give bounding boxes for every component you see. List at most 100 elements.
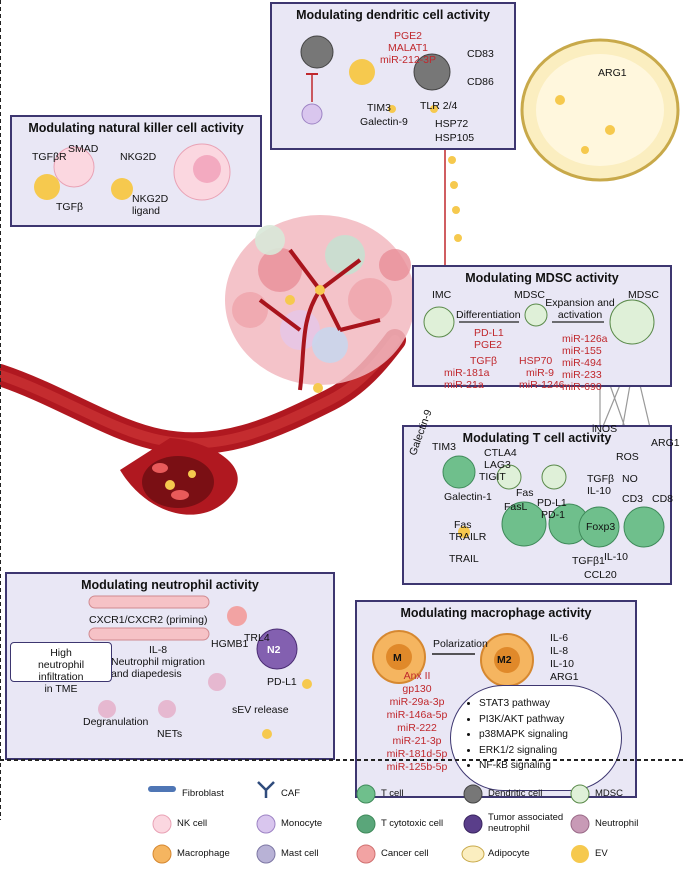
legend-mast-cell: Mast cell: [281, 848, 319, 859]
t-label-fas-2: Fas: [454, 519, 472, 531]
mac-red-4: miR-146a-5p: [386, 709, 448, 721]
dendritic-cell-panel: Modulating dendritic cell activity PGE2 …: [270, 2, 516, 150]
macrophage-pathways: STAT3 pathway PI3K/AKT pathway p38MAPK s…: [450, 685, 622, 791]
t-label-tigit: TIGIT: [479, 471, 506, 483]
neut-label-nets: NETs: [157, 728, 183, 740]
nk-label-ligand-2: ligand: [132, 205, 161, 217]
mac-red-2: gp130: [402, 683, 432, 695]
legend-t-cytotoxic: T cytotoxic cell: [381, 818, 444, 829]
legend-fibroblast: Fibroblast: [182, 788, 224, 799]
nk-label-nkg2d: NKG2D: [120, 151, 157, 163]
t-label-ros: ROS: [616, 451, 639, 463]
nk-label-tgfb: TGFβ: [56, 201, 84, 213]
mac-label-polarization: Polarization: [433, 638, 488, 650]
legend-neutrophil: Neutrophil: [595, 818, 639, 829]
pathway-2: PI3K/AKT pathway: [479, 712, 621, 728]
t-label-il10: IL-10: [587, 485, 611, 497]
neut-label-trl4: TRL4: [244, 632, 270, 644]
dc-red-factor-3: miR-212-3P: [379, 54, 437, 66]
neut-label-mig-1: Neutrophil migration: [111, 656, 205, 668]
mac-output-2: IL-8: [550, 645, 569, 657]
mdsc-right-4: miR-233: [562, 369, 602, 381]
legend-dendritic-cell: Dendritic cell: [488, 788, 543, 799]
t-label-galectin1: Galectin-1: [444, 491, 492, 503]
t-label-fas: Fas: [516, 487, 534, 499]
mdsc-right-5: miR-690: [562, 381, 602, 393]
nk-cell-panel-title: Modulating natural killer cell activity: [28, 121, 244, 135]
neut-label-sev: sEV release: [232, 704, 289, 716]
dc-red-factor-2: MALAT1: [387, 42, 429, 54]
mdsc-left-2: PGE2: [474, 339, 503, 351]
neut-label-pdl1: PD-L1: [267, 676, 297, 688]
dendritic-cell-icons: [300, 35, 451, 125]
nk-cell-panel: Modulating natural killer cell activity …: [10, 115, 262, 227]
mac-red-7: miR-181d-5p: [386, 748, 448, 760]
mac-label-m: M: [393, 652, 402, 664]
mdsc-mid-3: miR-1246: [519, 379, 565, 391]
mdsc-label-activation: activation: [557, 309, 603, 321]
mdsc-left-4: miR-181a: [444, 367, 490, 379]
dc-label-cd83: CD83: [467, 48, 494, 60]
dc-label-hsp105: HSP105: [435, 132, 475, 144]
mdsc-label-imc: IMC: [432, 289, 452, 301]
mdsc-label-mdsc-2: MDSC: [628, 289, 659, 301]
legend-mdsc: MDSC: [595, 788, 623, 799]
mdsc-panel: Modulating MDSC activity IMC MDSC MDSC D…: [412, 265, 672, 393]
t-label-ctla4: CTLA4: [484, 447, 517, 459]
mdsc-mid-1: HSP70: [519, 355, 553, 367]
dc-label-hsp72: HSP72: [435, 118, 469, 130]
legend-nk-cell: NK cell: [177, 818, 208, 829]
legend-macrophage: Macrophage: [177, 848, 230, 859]
adipocyte: [520, 38, 680, 182]
t-label-fasl: FasL: [504, 501, 528, 513]
neut-label-degranulation: Degranulation: [83, 716, 149, 728]
t-label-lag3: LAG3: [484, 459, 511, 471]
pathway-4: ERK1/2 signaling: [479, 743, 621, 759]
t-cell-icons: [442, 455, 665, 548]
mac-red-5: miR-222: [397, 722, 437, 734]
pathway-3: p38MAPK signaling: [479, 727, 621, 743]
legend-caf: CAF: [281, 788, 300, 799]
t-label-foxp3: Foxp3: [586, 521, 616, 533]
dc-label-tlr: TLR 2/4: [420, 100, 458, 112]
note-line-4: in TME: [44, 683, 78, 695]
t-label-il10-b: IL-10: [604, 551, 628, 563]
note-line-3: infiltration: [38, 671, 84, 683]
mdsc-label-differentiation: Differentiation: [456, 309, 521, 321]
legend-ev: EV: [595, 848, 608, 859]
t-label-inos: iNOS: [592, 423, 618, 435]
note-line-1: High: [50, 647, 72, 659]
mac-output-3: IL-10: [550, 658, 574, 670]
note-line-2: neutrophil: [37, 659, 85, 671]
mdsc-left-5: miR-21a: [444, 379, 484, 391]
mac-output-1: IL-6: [550, 632, 569, 644]
nk-label-tgfbr: TGFβR: [32, 151, 67, 163]
tumor-mass: [225, 215, 415, 393]
mdsc-label-expansion: Expansion and: [545, 297, 615, 309]
t-label-cd8: CD8: [652, 493, 674, 505]
dc-label-galectin9: Galectin-9: [360, 116, 408, 128]
t-cell-panel: Modulating T cell activity Galectin-9 TI…: [402, 408, 680, 585]
mdsc-right-3: miR-494: [562, 357, 602, 369]
t-label-trail: TRAIL: [449, 553, 479, 565]
legend-adipocyte: Adipocyte: [488, 848, 530, 859]
neut-label-cxcr: CXCR1/CXCR2 (priming): [89, 614, 208, 626]
nk-label-ligand-1: NKG2D: [132, 193, 169, 205]
mac-red-6: miR-21-3p: [392, 735, 442, 747]
neut-label-n2: N2: [267, 644, 281, 656]
neut-label-il8: IL-8: [149, 644, 168, 656]
t-label-ccl20: CCL20: [584, 569, 617, 581]
legend-cancer-cell: Cancer cell: [381, 848, 429, 859]
legend-t-cell: T cell: [381, 788, 404, 799]
mdsc-left-1: PD-L1: [474, 327, 504, 339]
legend-tan-1: Tumor associated: [488, 812, 564, 823]
dc-label-tim3: TIM3: [367, 102, 391, 114]
pathway-1: STAT3 pathway: [479, 696, 621, 712]
t-label-cd3: CD3: [622, 493, 644, 505]
dendritic-cell-panel-title: Modulating dendritic cell activity: [296, 8, 490, 22]
neutrophil-infiltration-note: High neutrophil infiltration in TME: [10, 642, 112, 695]
macrophage-icons: [372, 630, 534, 687]
pathway-5: NF-kB signaling: [479, 758, 621, 774]
